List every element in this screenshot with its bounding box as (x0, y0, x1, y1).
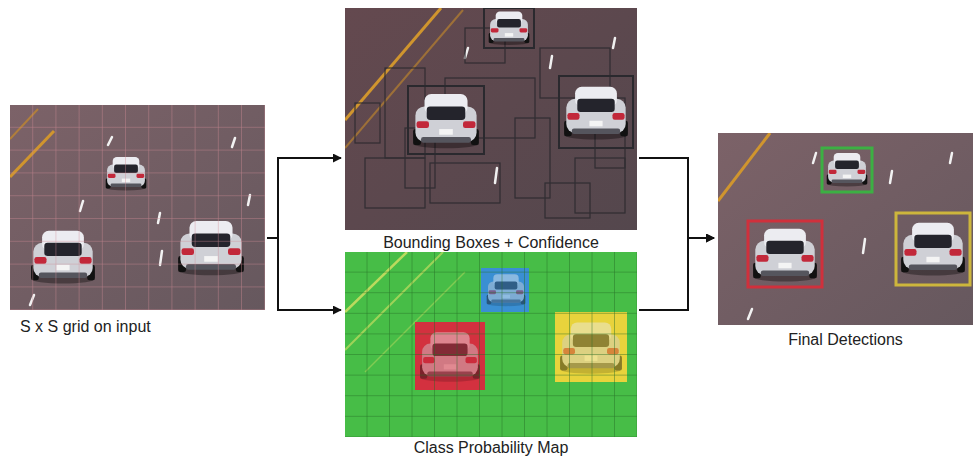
panel-caption: Final Detections (718, 331, 973, 349)
panel-caption: Class Probability Map (345, 439, 637, 457)
image-panel: Final Detections (718, 133, 973, 349)
flow-arrow (639, 238, 714, 310)
flow-arrow (267, 238, 341, 310)
image-panel: Class Probability Map (345, 252, 637, 457)
image-panel: S x S grid on input (10, 105, 265, 336)
bounding-box-image (345, 8, 637, 230)
image-panel: Bounding Boxes + Confidence (345, 8, 637, 252)
flow-arrow (639, 158, 714, 238)
class-map-image (345, 252, 637, 437)
panel-caption: Bounding Boxes + Confidence (345, 234, 637, 252)
input-image (10, 105, 265, 310)
flow-arrow (267, 158, 341, 238)
panel-caption: S x S grid on input (20, 318, 265, 336)
detection-image (718, 133, 973, 325)
